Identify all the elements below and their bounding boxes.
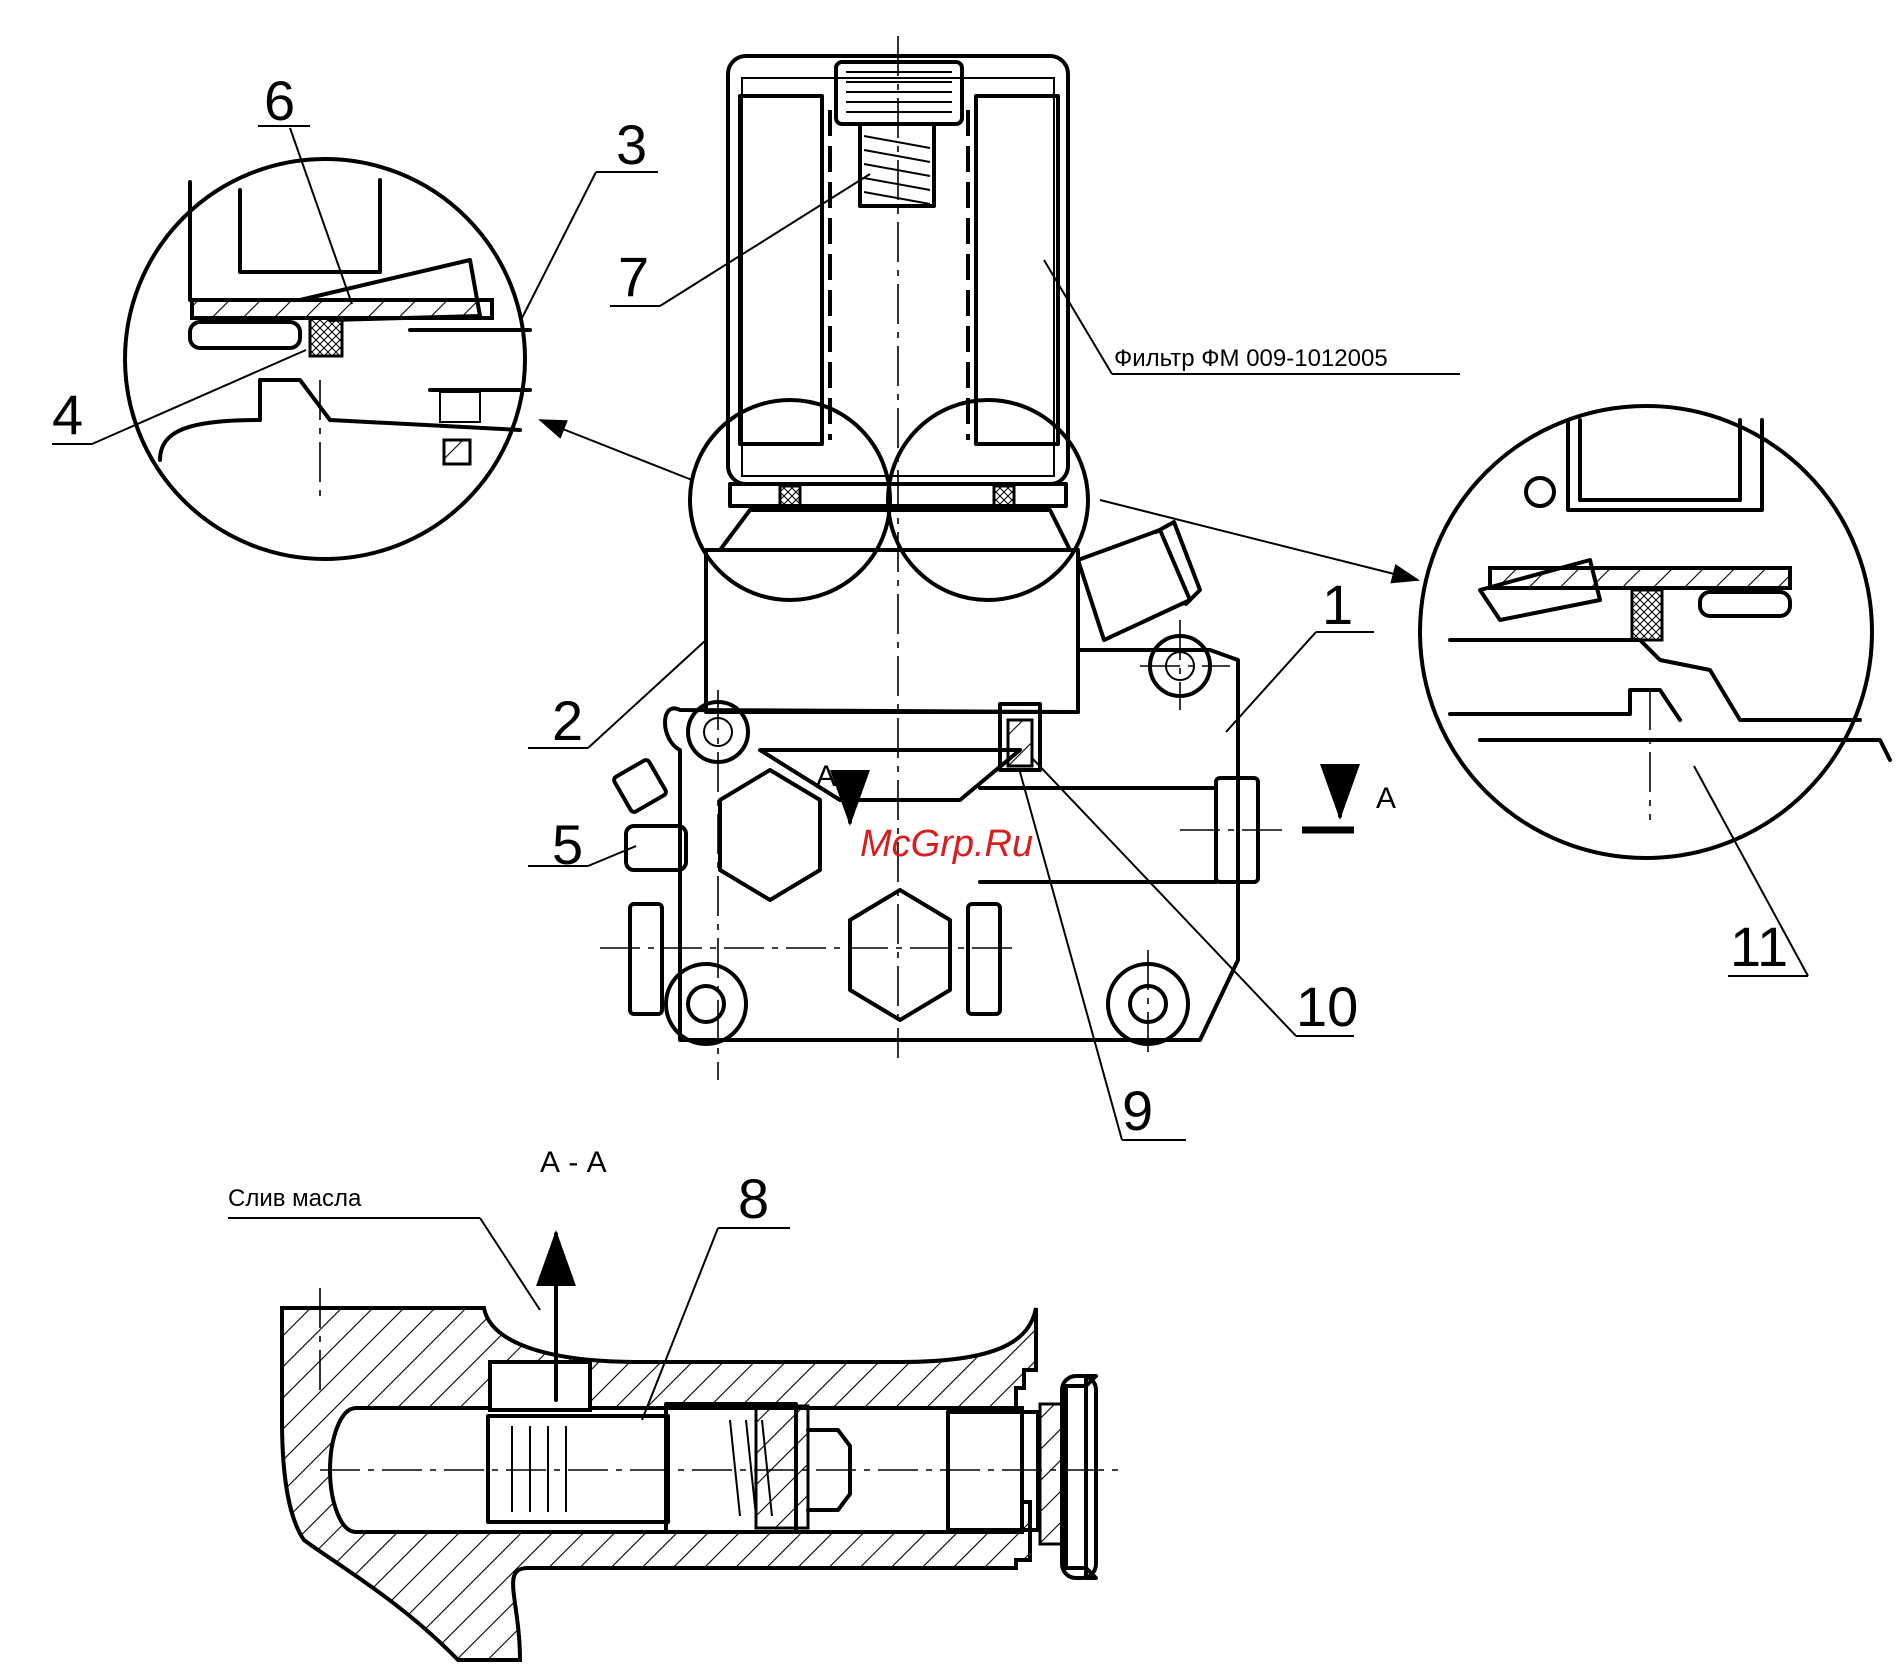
callout-7: 7 [618, 245, 649, 308]
filter-label: Фильтр ФМ 009-1012005 [1114, 345, 1388, 372]
callout-9: 9 [1122, 1079, 1153, 1142]
callout-6: 6 [264, 69, 295, 132]
detail-view-left [125, 159, 530, 559]
filter-assembly [600, 36, 1290, 1080]
watermark: McGrp.Ru [860, 823, 1033, 865]
section-title: А - А [540, 1146, 607, 1179]
callout-1: 1 [1322, 573, 1353, 636]
callout-8: 8 [738, 1167, 769, 1230]
oil-drain-label: Слив масла [228, 1185, 362, 1212]
callout-2: 2 [552, 689, 583, 752]
detail-view-right [1420, 406, 1890, 858]
section-mark-right-label: А [1376, 782, 1396, 815]
callout-10: 10 [1296, 975, 1358, 1038]
callout-4: 4 [52, 383, 83, 446]
section-a-a [282, 1234, 1120, 1660]
callout-11: 11 [1730, 915, 1788, 978]
section-mark-left-label: А [816, 760, 836, 793]
callout-3: 3 [616, 113, 647, 176]
callout-5: 5 [552, 813, 583, 876]
